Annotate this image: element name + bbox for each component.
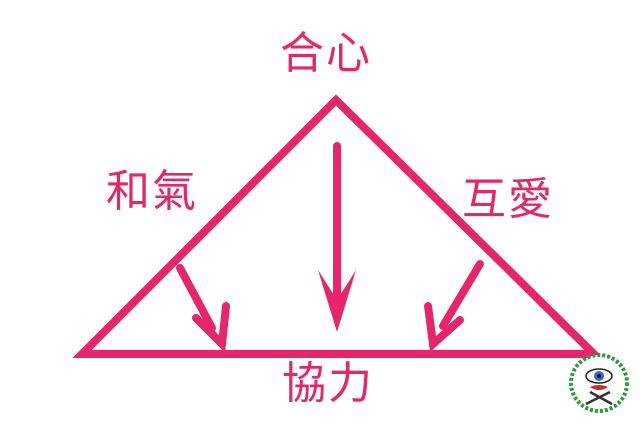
center-arrow-head xyxy=(318,270,356,332)
right-arrow-head xyxy=(424,302,464,353)
label-right-love: 互愛 xyxy=(462,174,554,225)
triangle-outline xyxy=(72,94,604,358)
logo-brush-1 xyxy=(585,390,611,406)
logo-lips xyxy=(590,385,608,390)
logo-eye-pupil xyxy=(597,374,601,378)
left-arrow-head xyxy=(192,302,230,353)
right-arrow-shaft xyxy=(439,260,484,330)
eye-emblem-icon xyxy=(569,353,629,413)
left-arrow-shaft xyxy=(176,264,216,332)
logo-brush-2 xyxy=(589,390,613,406)
label-left-harmony: 和氣 xyxy=(106,166,198,217)
label-top-heart: 合心 xyxy=(280,28,372,79)
label-bottom-cooperation: 協力 xyxy=(282,358,374,409)
